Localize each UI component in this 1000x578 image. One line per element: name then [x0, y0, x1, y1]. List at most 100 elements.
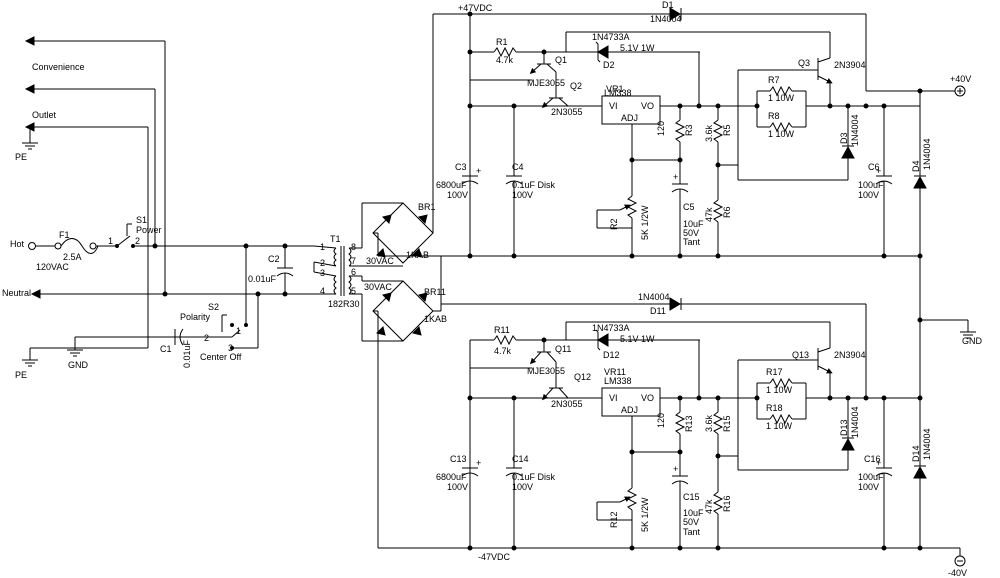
q13-ref: Q13	[792, 350, 809, 360]
r17-value: 1 10W	[766, 385, 793, 395]
diode-icon	[376, 292, 428, 336]
c3-voltage: 100V	[447, 190, 468, 200]
vr11-vo: VO	[641, 393, 654, 403]
br11-ref: BR11	[424, 287, 446, 297]
plus-sign: +	[673, 464, 678, 474]
hot-label: Hot	[10, 239, 25, 249]
s2-name: Polarity	[180, 312, 211, 322]
zener-diode-icon	[597, 45, 609, 59]
s1-pin1: 1	[108, 236, 113, 246]
c14-ref: C14	[512, 454, 529, 464]
r12-value: 5K 1/2W	[640, 497, 650, 532]
r2-ref: R2	[609, 218, 619, 230]
plus-sign: +	[476, 458, 481, 468]
junction-dot	[881, 395, 887, 401]
c4-value: 0.1uF Disk	[512, 180, 556, 190]
junction-dot	[917, 545, 923, 551]
f1-rating: 2.5A	[63, 252, 82, 262]
resistor-icon	[769, 377, 793, 389]
neg40-label: -40V	[948, 568, 967, 578]
r2-value: 5K 1/2W	[640, 205, 650, 240]
c15-type: Tant	[683, 527, 701, 537]
vr1-ref: VR1	[606, 84, 624, 94]
c6-value: 100uF	[858, 180, 884, 190]
s2-pin1: 1	[236, 326, 241, 336]
ground-icon	[22, 142, 38, 150]
diode-icon	[913, 465, 927, 479]
pe-bottom-label: PE	[15, 370, 27, 380]
resistor-icon	[712, 491, 724, 515]
d4-ref: D4	[911, 160, 921, 172]
junction-dot	[881, 545, 887, 551]
c16-ref: C16	[864, 454, 881, 464]
d13-ref: D13	[839, 419, 849, 436]
bridge-br11: BR11 1KAB 30VAC	[361, 276, 447, 342]
q1-ref: Q1	[555, 55, 567, 65]
diode-icon	[841, 145, 855, 159]
rail-pos47-label: +47VDC	[458, 3, 493, 13]
s1-name: Power	[136, 225, 162, 235]
vr11-regulator-box	[601, 387, 661, 417]
c6-ref: C6	[868, 162, 880, 172]
fuse-terminal-icon	[89, 242, 97, 250]
d1-part: 1N4004	[650, 14, 682, 24]
t1-primary-coil-icon	[333, 275, 337, 295]
c16-voltage: 100V	[858, 482, 879, 492]
vr1-adj: ADJ	[621, 113, 638, 123]
q2-part: 2N3055	[551, 107, 583, 117]
neutral-label: Neutral	[2, 288, 31, 298]
r3-ref: R3	[684, 124, 694, 136]
d12-part: 1N4733A	[592, 323, 630, 333]
r12-ref: R12	[609, 511, 619, 528]
t1-ref: T1	[330, 234, 341, 244]
resistor-icon	[493, 334, 517, 346]
rail-neg47-label: -47VDC	[478, 552, 511, 562]
d2-part: 1N4733A	[592, 32, 630, 42]
mains-section: Convenience Outlet PE Hot F1 2.5A 120VAC	[2, 36, 314, 380]
r7-ref: R7	[768, 75, 780, 85]
resistor-icon	[674, 411, 686, 435]
fuse-terminal-icon	[54, 242, 62, 250]
plus-sign: +	[876, 166, 881, 176]
q1-part: MJE3055	[527, 78, 565, 88]
upper-regulator: D1 1N4004 R1 4.7k 1N4733A 5.1V 1W D2 Q1 …	[436, 0, 932, 259]
r7-value: 1 10W	[768, 93, 795, 103]
s1-ref: S1	[136, 215, 147, 225]
c1-value: 0.01uF	[182, 339, 192, 368]
r8-value: 1 10W	[768, 129, 795, 139]
plus-sign: +	[476, 166, 481, 176]
bridge-br1: BR1 1KAB 30VAC	[361, 202, 436, 267]
vr1-regulator-box	[601, 95, 661, 125]
resistor-icon	[712, 119, 724, 143]
q3-ref: Q3	[798, 58, 810, 68]
junction-dot	[511, 545, 517, 551]
c5-type: Tant	[683, 237, 701, 247]
d2-rating: 5.1V 1W	[620, 43, 655, 53]
br1-part: 1KAB	[406, 250, 429, 260]
br1-ref: BR1	[418, 202, 436, 212]
c16-value: 100uF	[858, 472, 884, 482]
junction-dot	[715, 545, 721, 551]
s2-pin2: 2	[204, 333, 209, 343]
bridge-rectifier-icon	[372, 202, 434, 264]
r18-ref: R18	[766, 403, 783, 413]
c5-ref: C5	[683, 202, 695, 212]
d14-ref: D14	[911, 445, 921, 462]
junction-dot	[677, 545, 683, 551]
t1-pin: 6	[351, 267, 356, 277]
r3-value: 120	[656, 121, 666, 136]
r11-value: 4.7k	[494, 346, 512, 356]
c5-voltage: 50V	[683, 228, 699, 238]
t1-pin: 4	[320, 286, 325, 296]
d11-part: 1N4004	[638, 292, 670, 302]
diode-icon	[913, 175, 927, 189]
vr11-adj: ADJ	[621, 405, 638, 415]
plus-sign: +	[876, 458, 881, 468]
resistor-icon	[674, 119, 686, 143]
r5-value: 3.6k	[704, 124, 714, 142]
t1-pin: 8	[351, 242, 356, 252]
s1-pin2: 2	[135, 236, 140, 246]
d3-part: 1N4004	[850, 114, 860, 146]
t1-secondary-coil-icon	[348, 247, 352, 267]
